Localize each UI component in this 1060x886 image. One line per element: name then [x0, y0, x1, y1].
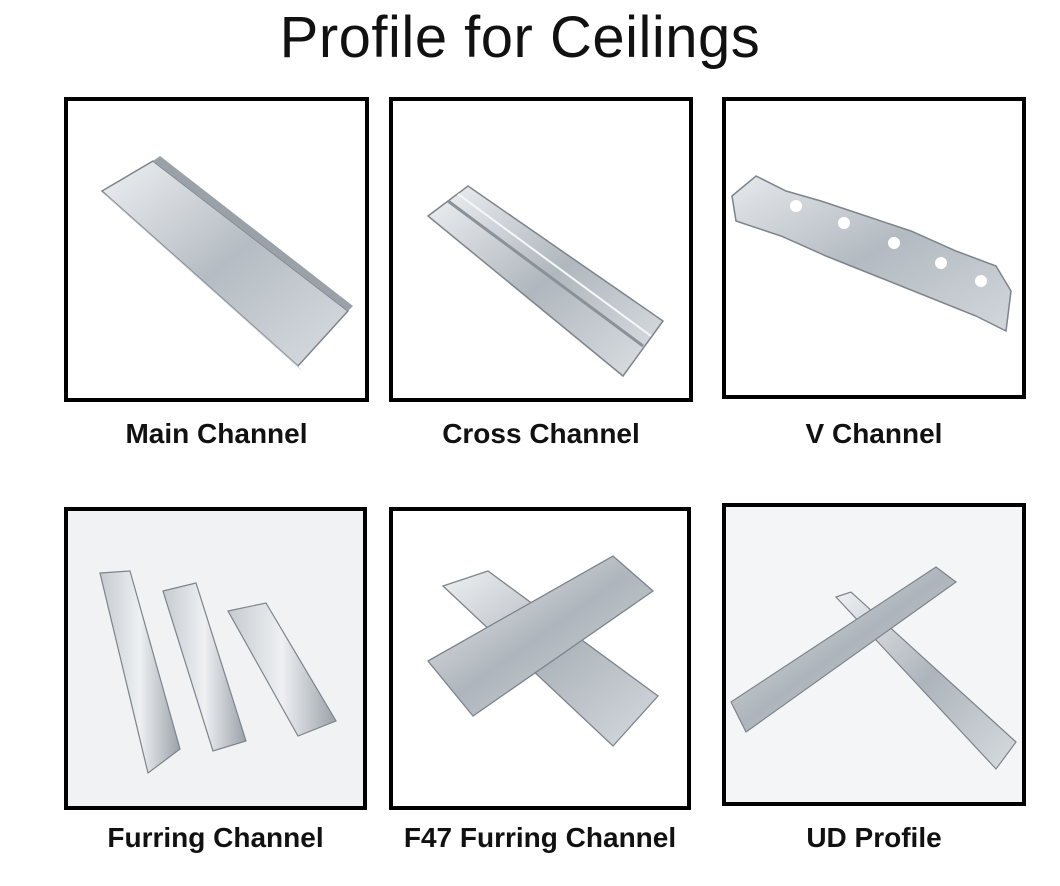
- product-card-v-channel[interactable]: [722, 97, 1026, 399]
- ud-profile-image: [726, 507, 1022, 802]
- product-label-main-channel: Main Channel: [125, 418, 308, 449]
- page-title: Profile for Ceilings: [279, 5, 761, 70]
- product-label-furring-channel: Furring Channel: [107, 822, 324, 853]
- product-card-f47-furring-channel[interactable]: [389, 507, 691, 810]
- product-label-f47-furring-channel: F47 Furring Channel: [403, 822, 677, 853]
- product-label-v-channel: V Channel: [805, 418, 943, 449]
- cross-channel-image: [426, 185, 665, 378]
- product-card-cross-channel[interactable]: [389, 97, 693, 402]
- f47-furring-channel-image: [427, 555, 659, 747]
- furring-channel-image: [68, 511, 363, 806]
- product-label-cross-channel: Cross Channel: [442, 418, 640, 449]
- product-card-furring-channel[interactable]: [64, 507, 367, 810]
- main-channel-image: [100, 156, 353, 371]
- v-channel-image: [731, 175, 1012, 333]
- product-card-main-channel[interactable]: [64, 97, 369, 402]
- product-label-ud-profile: UD Profile: [806, 822, 942, 853]
- product-card-ud-profile[interactable]: [722, 503, 1026, 806]
